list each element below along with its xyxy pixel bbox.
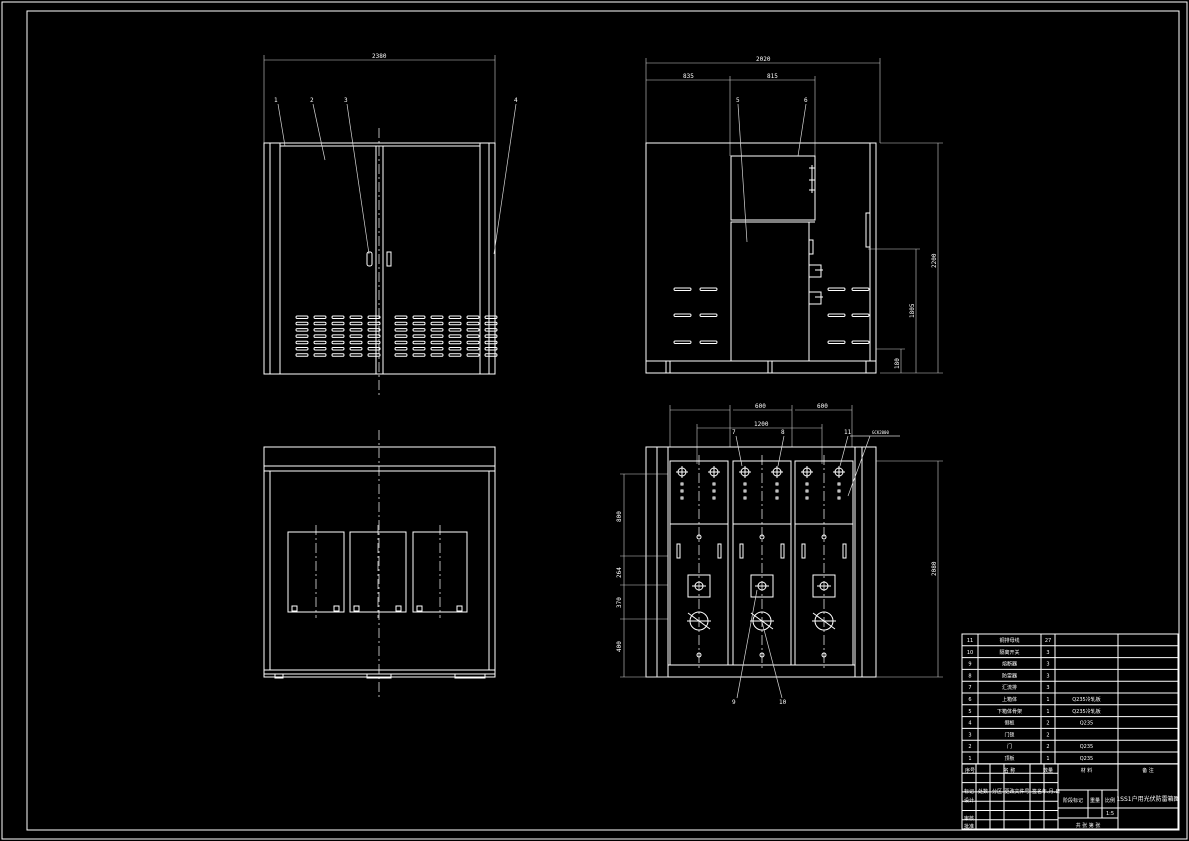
bom-cell: 防雷器 [1002, 672, 1017, 679]
drawing-title: 1SS1户用光伏防雷箱图 [1116, 795, 1179, 803]
titleblock-label: 标记 [964, 788, 974, 795]
bom-cell: 名 称 [1004, 767, 1016, 774]
side-view: 2020 835 815 2200 1805 [645, 56, 943, 374]
bom-cell: Q235 [1080, 721, 1093, 727]
titleblock-label: 1:5 [1106, 811, 1114, 817]
bom-cell: 侧板 [1004, 720, 1014, 727]
sheet-inner-border [26, 10, 1180, 831]
title-block: 标记处数分区更改文件号签名年.月.日设计审核批准 阶段标记重量比例 1:5 共 张 第… [961, 763, 1180, 830]
bom-cell: 3 [1046, 650, 1049, 656]
dim-rear-h1: 800 [616, 511, 623, 522]
leader-label-2: 2 [310, 97, 314, 104]
titleblock-label: 更改文件号 [1004, 788, 1029, 795]
titleblock-label: 审核 [964, 815, 974, 822]
leader-label-11: 11 [844, 429, 852, 436]
leader-label-8: 8 [781, 429, 785, 436]
bom-cell: Q235冷轧板 [1072, 696, 1100, 703]
bom-cell: Q235 [1080, 744, 1093, 750]
titleblock-label: 年.月.日 [1042, 788, 1060, 795]
dim-rear-module-a: 600 [755, 403, 766, 410]
bom-cell: 27 [1045, 638, 1051, 644]
bom-cell: 5 [968, 709, 971, 715]
bom-cell: 3 [968, 732, 971, 738]
titleblock-label: 共 张 第 张 [1076, 822, 1101, 829]
bom-cell: 9 [968, 662, 971, 668]
bom-cell: 6 [968, 697, 971, 703]
titleblock-label: 处数 [978, 788, 988, 795]
leader-label-7: 7 [732, 429, 736, 436]
bom-cell: 熔断器 [1002, 661, 1017, 668]
bom-cell: 1 [1046, 756, 1049, 762]
bom-cell: 备 注 [1142, 767, 1154, 774]
bom-cell: Q235冷轧板 [1072, 708, 1100, 715]
bom-cell: 隔离开关 [999, 649, 1019, 656]
leader-label-3: 3 [344, 97, 348, 104]
titleblock-label: 签名 [1032, 788, 1042, 795]
dim-rear-h4: 400 [616, 641, 623, 652]
bom-cell: 材 料 [1081, 767, 1093, 774]
leader-label-9: 9 [732, 699, 736, 706]
bom-cell: 2 [968, 744, 971, 750]
bom-cell: 3 [1046, 685, 1049, 691]
dim-side-width: 2020 [756, 56, 771, 63]
dim-side-mid-height: 1805 [909, 303, 916, 318]
leader-label-10: 10 [779, 699, 787, 706]
bom-cell: 3 [1046, 662, 1049, 668]
leader-label-5: 5 [736, 97, 740, 104]
dim-rear-module-b: 600 [817, 403, 828, 410]
bom-cell: Q235 [1080, 756, 1093, 762]
dim-rear-inner: 1200 [754, 421, 769, 428]
bom-cell: 数量 [1043, 767, 1053, 774]
titleblock-label: 设计 [964, 797, 974, 804]
bom-cell: 下箱体骨架 [997, 708, 1022, 715]
leader-label-4: 4 [514, 97, 518, 104]
bom-cell: 上箱体 [1002, 696, 1017, 703]
rear-tag-label: GCK2000 [872, 430, 889, 435]
bom-cell: 序号 [965, 767, 975, 774]
bom-cell: 顶板 [1004, 755, 1014, 762]
bom-cell: 10 [967, 650, 973, 656]
bom-cell: 2 [1046, 744, 1049, 750]
bom-cell: 1 [1046, 697, 1049, 703]
titleblock-label: 阶段标记 [1063, 797, 1083, 804]
leader-label-1: 1 [274, 97, 278, 104]
bom-cell: 1 [1046, 709, 1049, 715]
bom-cell: 门 [1007, 743, 1012, 750]
bom-cell: 门锁 [1004, 731, 1014, 738]
bom-cell: 11 [967, 638, 973, 644]
bom-cell: 3 [1046, 673, 1049, 679]
titleblock-label: 批准 [964, 823, 974, 830]
bom-cell: 2 [1046, 721, 1049, 727]
bom-cell: 1 [968, 756, 971, 762]
titleblock-label: 重量 [1090, 797, 1100, 804]
dim-front-width: 2380 [372, 53, 387, 60]
bom-cell: 8 [968, 673, 971, 679]
leader-label-6: 6 [804, 97, 808, 104]
top-view [263, 430, 496, 698]
bom-cell: 汇流排 [1002, 684, 1017, 691]
dim-side-height: 2200 [931, 253, 938, 268]
dim-side-base-height: 180 [894, 358, 901, 369]
bom-cell: 7 [968, 685, 971, 691]
dim-rear-h2: 264 [616, 567, 623, 578]
bom-cell: 4 [968, 721, 971, 727]
titleblock-label: 分区 [992, 788, 1002, 795]
rear-view: 600 600 1200 800 264 370 400 2080 7 [616, 403, 943, 706]
bom-cell: 铜排母线 [999, 637, 1019, 644]
bom-cell: 2 [1046, 732, 1049, 738]
dim-rear-height: 2080 [931, 561, 938, 576]
dim-side-part-a: 835 [683, 73, 694, 80]
dim-side-part-b: 815 [767, 73, 778, 80]
front-view: 2380 1 2 3 4 [263, 53, 518, 395]
titleblock-label: 比例 [1105, 797, 1115, 804]
dim-rear-h3: 370 [616, 597, 623, 608]
